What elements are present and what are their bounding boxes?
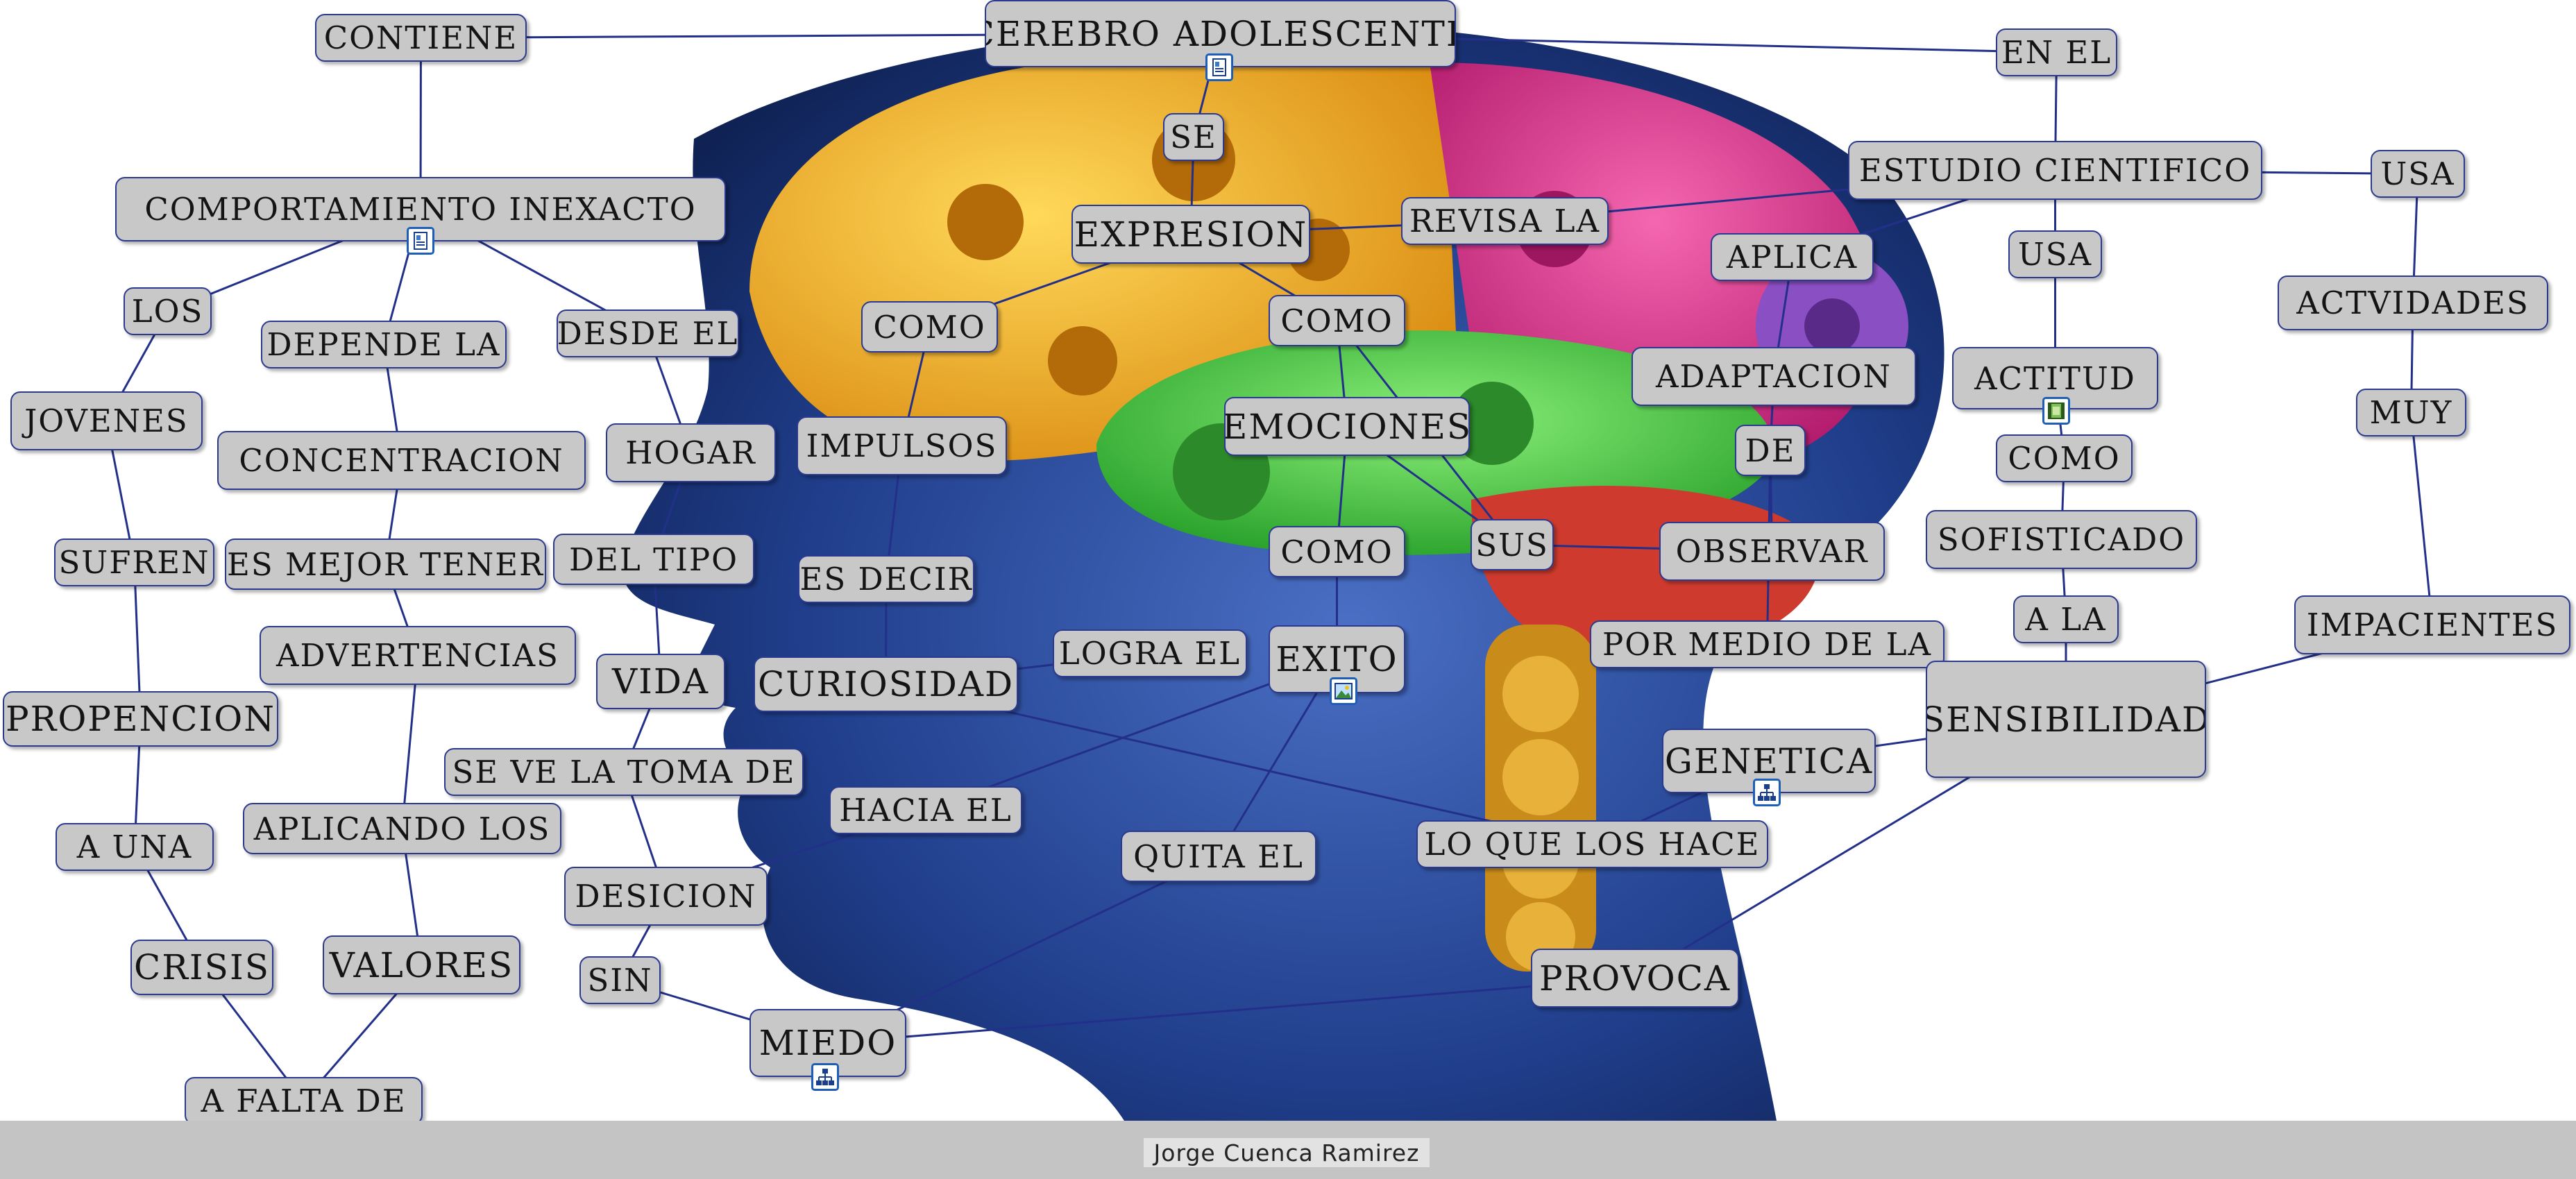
concept-provoca[interactable]: PROVOCA [1531, 949, 1739, 1008]
concept-a-una[interactable]: A UNA [56, 823, 214, 871]
concept-advertencias[interactable]: ADVERTENCIAS [260, 626, 576, 685]
concept-muy[interactable]: MUY [2356, 389, 2466, 436]
concept-adaptacion[interactable]: ADAPTACION [1632, 347, 1916, 406]
concept-contiene[interactable]: CONTIENE [315, 14, 527, 62]
concept-a-falta-de[interactable]: A FALTA DE [185, 1077, 423, 1121]
concept-map-icon[interactable] [811, 1063, 839, 1091]
concept-actvidades[interactable]: ACTVIDADES [2278, 275, 2548, 330]
concept-sofisticado[interactable]: SOFISTICADO [1926, 510, 2197, 569]
document-icon[interactable] [1205, 53, 1233, 81]
concept-quita-el[interactable]: QUITA EL [1121, 831, 1316, 882]
concept-sensibilidad[interactable]: SENSIBILIDAD [1926, 661, 2206, 778]
concept-sufren[interactable]: SUFREN [54, 538, 214, 586]
concept-valores[interactable]: VALORES [323, 935, 520, 994]
concept-los[interactable]: LOS [124, 287, 212, 335]
concept-sus[interactable]: SUS [1471, 519, 1554, 570]
concept-estudio-cientifico[interactable]: ESTUDIO CIENTIFICO [1848, 141, 2262, 200]
concept-usa-mid[interactable]: USA [2008, 230, 2102, 278]
concept-expresion[interactable]: EXPRESION [1071, 205, 1310, 264]
concept-como-3[interactable]: COMO [1996, 434, 2133, 482]
concept-aplica[interactable]: APLICA [1711, 233, 1874, 281]
concept-por-medio-de-la[interactable]: POR MEDIO DE LA [1590, 620, 1944, 668]
author-label: Jorge Cuenca Ramirez [1144, 1138, 1430, 1167]
concept-lo-que-los-hace[interactable]: LO QUE LOS HACE [1416, 820, 1768, 868]
concept-depende-la[interactable]: DEPENDE LA [261, 321, 507, 368]
concept-en-el[interactable]: EN EL [1996, 28, 2117, 76]
concept-del-tipo[interactable]: DEL TIPO [553, 534, 754, 585]
image-icon[interactable] [1330, 677, 1357, 705]
link-provoca-miedo [828, 978, 1635, 1044]
concept-como-4[interactable]: COMO [1269, 526, 1405, 577]
document-icon[interactable] [407, 227, 434, 255]
concept-hogar[interactable]: HOGAR [606, 423, 776, 482]
concept-emociones[interactable]: EMOCIONES [1224, 397, 1470, 456]
concept-como-2[interactable]: COMO [1269, 295, 1405, 346]
link-muy-impacientes [2412, 413, 2433, 625]
concept-se[interactable]: SE [1163, 113, 1224, 161]
concept-impulsos[interactable]: IMPULSOS [797, 416, 1007, 475]
concept-aplicando-los[interactable]: APLICANDO LOS [243, 803, 561, 854]
concept-se-ve-la-toma-de[interactable]: SE VE LA TOMA DE [444, 748, 804, 796]
concept-vida[interactable]: VIDA [596, 654, 725, 709]
concept-impacientes[interactable]: IMPACIENTES [2294, 595, 2570, 654]
concept-curiosidad[interactable]: CURIOSIDAD [754, 656, 1018, 712]
concept-de[interactable]: DE [1735, 425, 1806, 476]
video-icon[interactable] [2042, 397, 2070, 425]
concept-desicion[interactable]: DESICION [564, 867, 768, 926]
concept-observar[interactable]: OBSERVAR [1659, 522, 1885, 581]
concept-map-icon[interactable] [1753, 779, 1781, 806]
concept-desde-el[interactable]: DESDE EL [557, 309, 739, 357]
concept-usa[interactable]: USA [2371, 150, 2465, 198]
concept-concentracion[interactable]: CONCENTRACION [217, 431, 586, 490]
concept-hacia-el[interactable]: HACIA EL [829, 786, 1022, 834]
concept-map-canvas[interactable]: CEREBRO ADOLESCENTE CONTIENE EN EL SE CO… [0, 0, 2576, 1121]
concept-es-decir[interactable]: ES DECIR [798, 555, 974, 603]
concept-crisis[interactable]: CRISIS [130, 940, 273, 995]
concept-logra-el[interactable]: LOGRA EL [1053, 629, 1247, 677]
concept-jovenes[interactable]: JOVENES [10, 391, 203, 450]
concept-propencion[interactable]: PROPENCION [3, 691, 278, 747]
concept-sin[interactable]: SIN [579, 956, 661, 1004]
concept-es-mejor-tener[interactable]: ES MEJOR TENER [225, 538, 546, 590]
concept-a-la[interactable]: A LA [2013, 595, 2119, 643]
concept-revisa-la[interactable]: REVISA LA [1401, 197, 1609, 245]
concept-como-1[interactable]: COMO [861, 301, 998, 353]
